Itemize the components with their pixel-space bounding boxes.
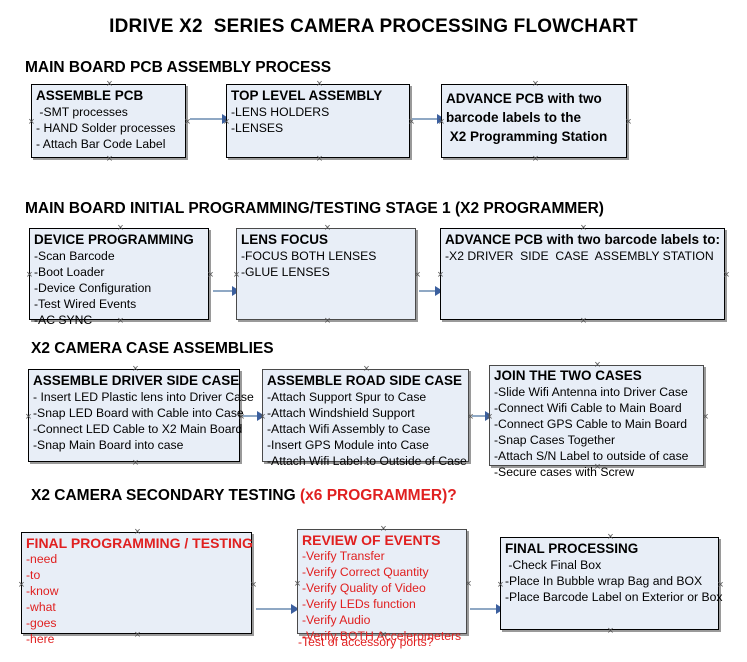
box-final-programming-testing[interactable]: FINAL PROGRAMMING / TESTING -need -to -k… — [21, 532, 253, 646]
box-title: ASSEMBLE DRIVER SIDE CASE — [33, 373, 240, 388]
box-line: -Snap Main Board into case — [33, 438, 184, 452]
box-line: -SMT processes — [36, 105, 128, 119]
resize-handle-bottom[interactable] — [531, 155, 540, 164]
box-review-of-events[interactable]: REVIEW OF EVENTS -Verify Transfer -Verif… — [297, 529, 467, 649]
box-line: -what — [26, 600, 56, 614]
arrowhead-icon — [291, 604, 299, 614]
box-title: REVIEW OF EVENTS — [302, 532, 441, 548]
box-top-level-assembly[interactable]: TOP LEVEL ASSEMBLY -LENS HOLDERS -LENSES — [226, 84, 410, 158]
section-heading-secondary-testing: X2 CAMERA SECONDARY TESTING (x6 PROGRAMM… — [31, 487, 457, 505]
box-title: ASSEMBLE ROAD SIDE CASE — [267, 373, 463, 388]
box-line: -Boot Loader — [34, 265, 105, 279]
box-line: - HAND Solder processes — [36, 121, 176, 135]
box-advance-pcb-driver-side-case[interactable]: ADVANCE PCB with two barcode labels to: … — [440, 228, 725, 320]
box-line: -Attach Support Spur to Case — [267, 390, 427, 404]
box-line: - Insert LED Plastic lens into Driver Ca… — [33, 390, 254, 404]
section-heading-initial-programming-testing: MAIN BOARD INITIAL PROGRAMMING/TESTING S… — [25, 200, 604, 217]
box-title: TOP LEVEL ASSEMBLY — [231, 88, 383, 103]
box-line: -Verify Transfer — [302, 549, 385, 563]
section-heading-text: X2 CAMERA SECONDARY TESTING — [31, 487, 300, 504]
connector-review-events-to-final-processing — [470, 608, 500, 610]
resize-handle-bottom[interactable] — [579, 317, 588, 326]
box-line: -Verify Correct Quantity — [302, 565, 429, 579]
box-title: FINAL PROGRAMMING / TESTING — [26, 535, 253, 551]
section-heading-accent: (x6 PROGRAMMER)? — [300, 487, 457, 504]
box-line: -Verify Audio — [302, 613, 371, 627]
box-line: -Device Configuration — [34, 281, 152, 295]
box-line: -Attach Windshield Support — [267, 406, 415, 420]
connector-top-level-to-advance-pcb — [412, 118, 442, 120]
resize-handle-bottom[interactable] — [105, 155, 114, 164]
box-line: -LENS HOLDERS — [231, 105, 330, 119]
section-heading-camera-case-assemblies: X2 CAMERA CASE ASSEMBLIES — [31, 340, 274, 357]
box-line: -know — [26, 584, 59, 598]
box-line: -Secure cases with Screw — [494, 465, 635, 479]
box-title: JOIN THE TWO CASES — [494, 368, 642, 383]
box-line: barcode labels to the — [446, 110, 582, 125]
box-advance-pcb-programming-station[interactable]: ADVANCE PCB with two barcode labels to t… — [441, 84, 627, 158]
resize-handle-right[interactable] — [722, 271, 731, 280]
connector-driver-case-to-road-case — [243, 415, 261, 417]
box-line: -AC SYNC — [34, 313, 93, 327]
box-line: -Check Final Box — [505, 558, 602, 572]
box-line: -Snap Cases Together — [494, 433, 616, 447]
page-title: IDRIVE X2 SERIES CAMERA PROCESSING FLOWC… — [109, 16, 638, 37]
box-line: -GLUE LENSES — [241, 265, 330, 279]
box-line: -Attach Wifi Label to Outside of Case — [267, 454, 467, 468]
box-line: -Insert GPS Module into Case — [267, 438, 429, 452]
connector-device-programming-to-lens-focus — [213, 290, 237, 292]
connector-assemble-pcb-to-top-level — [190, 118, 226, 120]
box-line: -Attach Wifi Assembly to Case — [267, 422, 431, 436]
box-line: X2 Programming Station — [446, 129, 608, 144]
box-line: -need — [26, 552, 58, 566]
box-join-the-two-cases[interactable]: JOIN THE TWO CASES -Slide Wifi Antenna i… — [489, 365, 704, 479]
box-line: -Connect Wifi Cable to Main Board — [494, 401, 682, 415]
box-line: -Connect LED Cable to X2 Main Board — [33, 422, 243, 436]
box-title: ADVANCE PCB with two — [446, 91, 602, 106]
box-device-programming[interactable]: DEVICE PROGRAMMING -Scan Barcode -Boot L… — [29, 228, 209, 327]
arrowhead-icon — [257, 411, 265, 421]
box-assemble-driver-side-case[interactable]: ASSEMBLE DRIVER SIDE CASE - Insert LED P… — [28, 369, 254, 462]
box-line: -Place Barcode Label on Exterior or Box — [505, 590, 723, 604]
box-line: -Place In Bubble wrap Bag and BOX — [505, 574, 703, 588]
box-title: ASSEMBLE PCB — [36, 88, 144, 103]
box-line: -Verify Quality of Video — [302, 581, 426, 595]
box-line: -Attach S/N Label to outside of case — [494, 449, 689, 463]
box-line: -to — [26, 568, 41, 582]
resize-handle-bottom[interactable] — [606, 627, 615, 636]
box-line: -X2 DRIVER SIDE CASE ASSEMBLY STATION — [445, 249, 714, 263]
box-line: -Test Wired Events — [34, 297, 137, 311]
box-line: -Scan Barcode — [34, 249, 115, 263]
box-title: FINAL PROCESSING — [505, 541, 639, 556]
connector-road-case-to-join-cases — [472, 415, 489, 417]
box-line: -Connect GPS Cable to Main Board — [494, 417, 688, 431]
box-line: - Attach Bar Code Label — [36, 137, 166, 151]
box-title: LENS FOCUS — [241, 232, 329, 247]
box-final-processing[interactable]: FINAL PROCESSING -Check Final Box -Place… — [500, 537, 723, 630]
section-heading-main-board-pcb-assembly: MAIN BOARD PCB ASSEMBLY PROCESS — [25, 59, 332, 76]
box-line: -goes — [26, 616, 57, 630]
box-assemble-road-side-case[interactable]: ASSEMBLE ROAD SIDE CASE -Attach Support … — [262, 369, 469, 468]
connector-final-programming-to-review-events — [256, 608, 296, 610]
box-overflow-line: -Test of accessory ports? — [298, 635, 434, 649]
box-line: -Verify BOTH Accelerometers — [302, 629, 462, 643]
connector-lens-focus-to-advance-pcb — [419, 290, 441, 292]
box-title: DEVICE PROGRAMMING — [34, 232, 194, 247]
box-line: -Slide Wifi Antenna into Driver Case — [494, 385, 688, 399]
box-lens-focus[interactable]: LENS FOCUS -FOCUS BOTH LENSES -GLUE LENS… — [236, 228, 416, 320]
arrowhead-icon — [435, 286, 443, 296]
resize-handle-bottom[interactable] — [315, 155, 324, 164]
resize-handle-left[interactable] — [436, 271, 445, 280]
box-line: -Verify LEDs function — [302, 597, 416, 611]
box-assemble-pcb[interactable]: ASSEMBLE PCB -SMT processes - HAND Solde… — [31, 84, 186, 158]
box-line: -FOCUS BOTH LENSES — [241, 249, 377, 263]
box-title: ADVANCE PCB with two barcode labels to: — [445, 232, 721, 247]
box-line: -Snap LED Board with Cable into Case — [33, 406, 244, 420]
box-line: -LENSES — [231, 121, 284, 135]
resize-handle-bottom[interactable] — [323, 317, 332, 326]
resize-handle-bottom[interactable] — [131, 459, 140, 468]
box-line: -here — [26, 632, 55, 646]
